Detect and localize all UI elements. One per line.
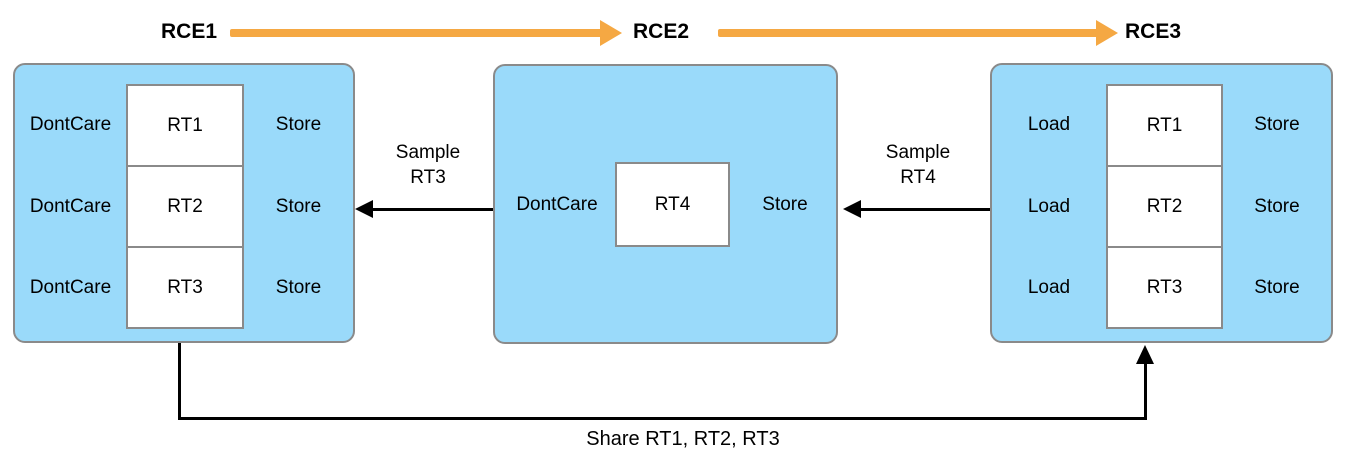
share-arrowhead-icon [1136,345,1154,364]
rce1-row3-store-label: Store [275,277,322,299]
rce1-row1-store-label: Store [275,113,322,135]
flow-arrow-rce1-to-rce2-icon [230,20,622,46]
rce1-title: RCE1 [160,20,218,43]
sample-rt3-label-line2: RT3 [410,167,446,188]
rce1-row2-action-label: DontCare [29,195,112,217]
flow-arrow-shaft [230,29,606,37]
rce1-rt1-box: RT1 [128,86,242,165]
rce1-row3-action-label: DontCare [29,277,112,299]
rce1-row1-action-label: DontCare [29,113,112,135]
share-path-horizontal [178,417,1147,420]
share-path-vertical-right [1144,362,1147,420]
rce1-block: DontCare DontCare DontCare RT1 RT2 RT3 S… [13,63,355,343]
rce3-rt1-box: RT1 [1108,86,1221,165]
rce1-rt2-box: RT2 [128,165,242,246]
rce3-render-target-stack: RT1 RT2 RT3 [1106,84,1223,329]
rce1-row2-store-label: Store [275,195,322,217]
sample-rt4-label-line1: Sample [885,142,951,163]
flow-arrow-rce2-to-rce3-icon [718,20,1118,46]
rce2-action-label: DontCare [516,193,598,215]
flow-arrow-head [600,20,622,46]
sample-rt4-label: Sample RT4 [858,140,978,190]
sample-rt3-label: Sample RT3 [368,140,488,190]
sample-rt3-arrowhead-icon [355,200,373,218]
rce3-row2-action-label: Load [1027,195,1071,217]
rce3-row1-store-label: Store [1254,113,1300,135]
rce3-rt3-box: RT3 [1108,246,1221,327]
rce3-row2-store-label: Store [1254,195,1300,217]
rce3-row3-action-label: Load [1027,277,1071,299]
sample-rt3-label-line1: Sample [395,142,461,163]
sample-rt4-arrow-shaft [856,208,990,211]
rce3-title: RCE3 [1124,20,1182,43]
rce1-store-actions-column: Store Store Store [244,84,353,329]
sample-rt3-arrow-shaft [368,208,493,211]
rce1-rt3-box: RT3 [128,246,242,327]
flow-arrow-shaft [718,29,1102,37]
rce2-block: DontCare RT4 Store [493,64,838,344]
rce2-title: RCE2 [632,20,690,43]
rce3-store-actions-column: Store Store Store [1223,84,1331,329]
rce2-rt4-box: RT4 [615,162,730,247]
flow-arrow-head [1096,20,1118,46]
rce1-load-actions-column: DontCare DontCare DontCare [15,84,126,329]
rce3-row3-store-label: Store [1254,277,1300,299]
share-label: Share RT1, RT2, RT3 [586,428,780,450]
rce3-load-actions-column: Load Load Load [992,84,1106,329]
sample-rt4-label-line2: RT4 [900,167,936,188]
rce3-rt2-box: RT2 [1108,165,1221,246]
share-path-vertical-left [178,343,181,420]
rce3-row1-action-label: Load [1027,113,1071,135]
rce1-render-target-stack: RT1 RT2 RT3 [126,84,244,329]
rce2-store-label: Store [762,193,808,215]
rce3-block: Load Load Load RT1 RT2 RT3 Store Store S… [990,63,1333,343]
sample-rt4-arrowhead-icon [843,200,861,218]
